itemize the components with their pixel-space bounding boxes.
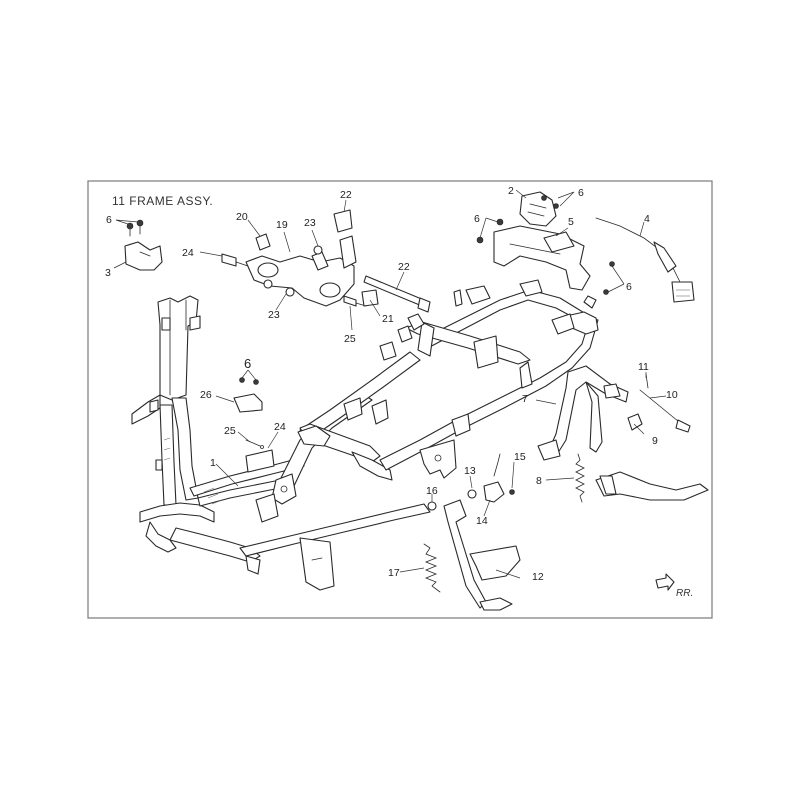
- callout-17: 17: [388, 567, 400, 579]
- callout-22: 23: [268, 309, 280, 321]
- callout-25: 25: [224, 425, 236, 437]
- direction-arrow-icon: [655, 573, 675, 591]
- part-17-spring: [423, 543, 441, 593]
- part-26-clip: [233, 377, 263, 413]
- callout-19: 21: [382, 313, 394, 325]
- part-4-cable-connector: [595, 217, 695, 303]
- callout-15: 15: [514, 451, 526, 463]
- part-3-bracket: [124, 219, 163, 271]
- callout-6: 6: [474, 213, 480, 225]
- part-13-16-small: [427, 453, 515, 511]
- callout-26: 26: [200, 389, 212, 401]
- callout-19: 20: [236, 211, 248, 223]
- callout-23: 24: [182, 247, 194, 259]
- callout-7: 7: [522, 393, 528, 405]
- callout-9: 9: [652, 435, 658, 447]
- diagram-title: 11 FRAME ASSY.: [112, 194, 213, 208]
- callout-6: 6: [244, 356, 251, 371]
- callout-5: 5: [568, 216, 574, 228]
- callout-24: 24: [274, 421, 286, 433]
- callout-numbers: 6 3 2 6 6 5 4 6 22 20 19 23 24 22 23 21 …: [105, 185, 678, 583]
- direction-label: RR.: [676, 588, 693, 599]
- callout-14: 14: [476, 515, 488, 527]
- callout-21: 22: [340, 189, 352, 201]
- callout-20: 22: [398, 261, 410, 273]
- callout-3: 3: [105, 267, 111, 279]
- callout-10: 10: [666, 389, 678, 401]
- callout-18: 19: [276, 219, 288, 231]
- callout-16: 16: [426, 485, 438, 497]
- part-5-carrier: [476, 218, 591, 291]
- part-24-plate: [245, 439, 275, 473]
- callout-2: 2: [508, 185, 514, 197]
- callout-11: 11: [638, 361, 649, 373]
- callout-6: 6: [106, 214, 112, 226]
- part-2-latch: [519, 191, 559, 227]
- main-frame: [131, 279, 599, 591]
- callout-4: 4: [644, 213, 650, 225]
- diagram-border: [87, 180, 713, 619]
- callout-6: 6: [626, 281, 632, 293]
- part-9-10-11: [627, 373, 691, 433]
- part-12-side-stand: [443, 499, 521, 611]
- engine-hanger-assembly: [221, 209, 431, 313]
- leader-lines: [113, 189, 667, 579]
- callout-22: 23: [304, 217, 316, 229]
- callout-12: 12: [532, 571, 544, 583]
- callout-13: 13: [464, 465, 476, 477]
- callout-1: 1: [210, 457, 216, 469]
- callout-23: 25: [344, 333, 356, 345]
- callout-6: 6: [578, 187, 584, 199]
- callout-8: 8: [536, 475, 542, 487]
- part-7-center-stand: [537, 365, 709, 501]
- part-8-spring: [575, 453, 585, 503]
